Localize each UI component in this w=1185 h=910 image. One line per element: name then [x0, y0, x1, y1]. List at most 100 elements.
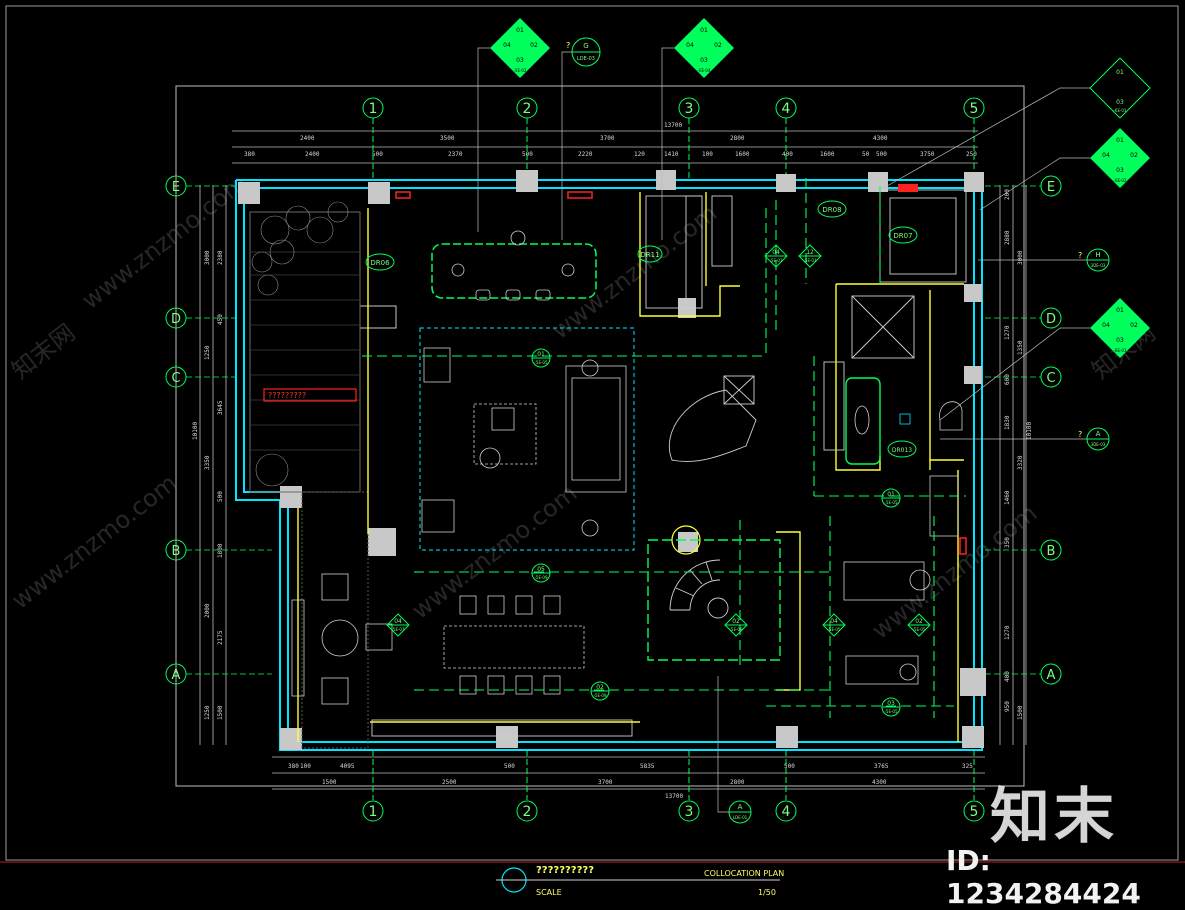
svg-text:E: E	[172, 180, 180, 195]
svg-text:4095: 4095	[340, 763, 355, 770]
brand-watermark-logo: 知末	[990, 782, 1118, 852]
section-tag: 01 -5E-05	[881, 488, 901, 508]
svg-text:2500: 2500	[442, 779, 457, 786]
svg-text:H: H	[1095, 251, 1100, 259]
drawing-frame	[175, 85, 1025, 787]
svg-text:04: 04	[772, 249, 780, 256]
svg-text:3700: 3700	[598, 779, 613, 786]
axis-bubble	[362, 97, 384, 119]
svg-text:03: 03	[516, 57, 524, 64]
section-tag: 04 -5E-07	[386, 613, 410, 637]
elevation-callout-right-1: 01 03 -6E-01	[1089, 57, 1151, 119]
axis-grid-lines	[372, 118, 975, 800]
svg-text:4300: 4300	[873, 135, 888, 142]
svg-text:13700: 13700	[664, 122, 682, 129]
stair-zone	[647, 539, 781, 661]
svg-text:-5E-09: -5E-09	[534, 575, 548, 580]
stair-marker	[671, 525, 701, 555]
bottom-dimension-lines	[272, 756, 985, 790]
section-tag: 02 -5E-09	[724, 613, 748, 637]
room-tags: DR06 DR11 DR08 DR07 DR013	[365, 200, 918, 458]
svg-text:G: G	[583, 42, 588, 50]
cabinet-lines	[371, 189, 967, 737]
svg-text:03: 03	[1116, 337, 1124, 344]
svg-text:1250: 1250	[204, 345, 211, 360]
svg-text:400: 400	[1004, 671, 1011, 682]
image-id-watermark: ID: 1234284424	[946, 844, 1141, 910]
svg-text:03: 03	[887, 700, 895, 707]
axis-bubble	[775, 97, 797, 119]
svg-text:3DE-03: 3DE-03	[1091, 442, 1106, 447]
svg-text:04: 04	[830, 618, 838, 625]
living-furniture	[421, 347, 627, 537]
svg-text:500: 500	[504, 763, 515, 770]
svg-text:3645: 3645	[217, 400, 224, 415]
svg-text:3500: 3500	[440, 135, 455, 142]
svg-text:1250: 1250	[204, 705, 211, 720]
svg-text:01: 01	[887, 491, 895, 498]
svg-text:D: D	[171, 312, 181, 327]
svg-text:04: 04	[1102, 322, 1110, 329]
top-dimension-lines	[232, 130, 978, 164]
red-marker	[898, 184, 918, 192]
svg-text:-5E-09: -5E-09	[593, 693, 607, 698]
svg-text:120: 120	[634, 151, 645, 158]
right-dimension-texts: 10100 200 2880 3000 1270 1350 600 1830 3…	[1004, 189, 1033, 720]
svg-text:1830: 1830	[1004, 415, 1011, 430]
svg-text:04: 04	[394, 618, 402, 625]
svg-text:05: 05	[537, 566, 545, 573]
svg-text:3700: 3700	[600, 135, 615, 142]
svg-text:2000: 2000	[204, 603, 211, 618]
bar-stools	[451, 230, 575, 301]
svg-text:C: C	[171, 371, 180, 386]
elevation-callout-right-2: 01 04 02 03 -6E-02	[1090, 128, 1150, 188]
svg-text:4: 4	[782, 804, 791, 820]
svg-text:500: 500	[876, 151, 887, 158]
svg-text:-5E-09: -5E-09	[729, 627, 743, 632]
svg-text:500: 500	[522, 151, 533, 158]
scale-label: SCALE	[536, 888, 562, 897]
svg-text:04: 04	[686, 42, 694, 49]
svg-text:2: 2	[523, 804, 532, 820]
svg-text:-5E-05: -5E-05	[884, 500, 898, 505]
axis-bubble	[678, 97, 700, 119]
section-tag: 02 -5E-09	[590, 681, 610, 701]
left-dimension-texts: 10100 3000 2380 450 1250 3645 3350 500 1…	[192, 250, 224, 720]
svg-text:2220: 2220	[578, 151, 593, 158]
svg-text:100: 100	[702, 151, 713, 158]
red-note-box	[263, 388, 357, 402]
axis-bubble	[516, 97, 538, 119]
room-label: DR013	[892, 447, 912, 454]
svg-text:1270: 1270	[1004, 625, 1011, 640]
svg-text:01: 01	[1116, 137, 1124, 144]
elevation-callout-top-left: 01 04 02 03 -5E-02	[490, 18, 550, 78]
svg-text:200: 200	[1004, 189, 1011, 200]
drawing-title-cn: ??????????	[536, 865, 594, 876]
svg-text:?: ?	[1078, 251, 1082, 260]
garden-area: ?????????	[249, 201, 361, 493]
svg-text:600: 600	[1004, 374, 1011, 385]
svg-text:-6E-01: -6E-01	[1113, 108, 1127, 113]
room-label: DR08	[822, 206, 841, 214]
svg-text:3000: 3000	[204, 250, 211, 265]
svg-text:03: 03	[1116, 167, 1124, 174]
svg-text:3765: 3765	[874, 763, 889, 770]
section-tags: 01 -5E-05 05 -5E-09 04 -5E-07 02 -5E-09 …	[386, 244, 931, 717]
room-label: DR07	[893, 232, 912, 240]
spiral-staircase	[669, 559, 729, 619]
exterior-walls	[235, 179, 983, 751]
red-marker	[395, 191, 411, 199]
side-dimension-lines	[199, 185, 1027, 745]
svg-text:1410: 1410	[664, 151, 679, 158]
axis-bubbles-top: 1 2 3 4 5	[362, 97, 985, 119]
svg-text:B: B	[172, 544, 181, 559]
svg-text:1: 1	[369, 101, 378, 117]
svg-text:-5E-05: -5E-05	[534, 360, 548, 365]
svg-text:2175: 2175	[217, 630, 224, 645]
bathroom-fixtures	[854, 401, 963, 537]
tree-icon	[251, 201, 349, 487]
section-tag: 03 -5E-05	[881, 697, 901, 717]
svg-text:2: 2	[523, 101, 532, 117]
section-tag: 04 -5E-05	[822, 613, 846, 637]
svg-text:04: 04	[503, 42, 511, 49]
